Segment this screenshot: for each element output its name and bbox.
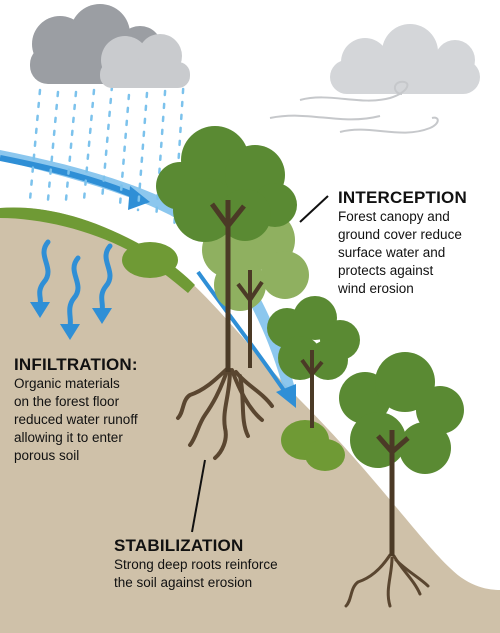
runoff-arrow-lower <box>196 270 287 394</box>
interception-line: wind erosion <box>338 281 414 296</box>
ground-cover-shrubs <box>122 242 345 471</box>
cloud-right <box>330 24 480 94</box>
infiltration-line: allowing it to enter <box>14 430 123 445</box>
tree-middle <box>267 296 360 428</box>
interception-line: protects against <box>338 263 434 278</box>
infiltration-line: on the forest floor <box>14 394 120 409</box>
interception-label: INTERCEPTION Forest canopy and ground co… <box>338 188 467 298</box>
wind-swirls <box>269 80 439 134</box>
soil-hillside <box>0 207 500 633</box>
interception-leader-line <box>299 195 329 223</box>
stabilization-leader-line <box>191 459 206 533</box>
runoff-arrow-upper <box>0 155 142 201</box>
infiltration-line: porous soil <box>14 448 80 463</box>
interception-line: Forest canopy and <box>338 209 450 224</box>
stabilization-title: STABILIZATION <box>114 536 244 555</box>
stabilization-label: STABILIZATION Strong deep roots reinforc… <box>114 536 278 592</box>
infiltration-title: INFILTRATION: <box>14 355 138 374</box>
infiltration-arrowheads <box>30 302 112 340</box>
infiltration-line: Organic materials <box>14 376 120 391</box>
infiltration-arrows <box>37 239 113 329</box>
infiltration-label: INFILTRATION: Organic materials on the f… <box>14 355 138 465</box>
tree-main <box>156 126 297 372</box>
infiltration-line: reduced water runoff <box>14 412 138 427</box>
interception-line: surface water and <box>338 245 446 260</box>
rain <box>28 74 186 232</box>
interception-title: INTERCEPTION <box>338 188 467 207</box>
interception-line: ground cover reduce <box>338 227 462 242</box>
runoff-arrowhead-lower <box>276 384 296 408</box>
ground-cover-upper <box>0 207 195 293</box>
stabilization-line: the soil against erosion <box>114 575 253 590</box>
roots-middle <box>176 366 274 460</box>
stabilization-line: Strong deep roots reinforce <box>114 557 278 572</box>
rain-cloud-light <box>100 34 190 88</box>
roots-bottom <box>344 553 430 608</box>
tree-lower <box>339 352 464 556</box>
